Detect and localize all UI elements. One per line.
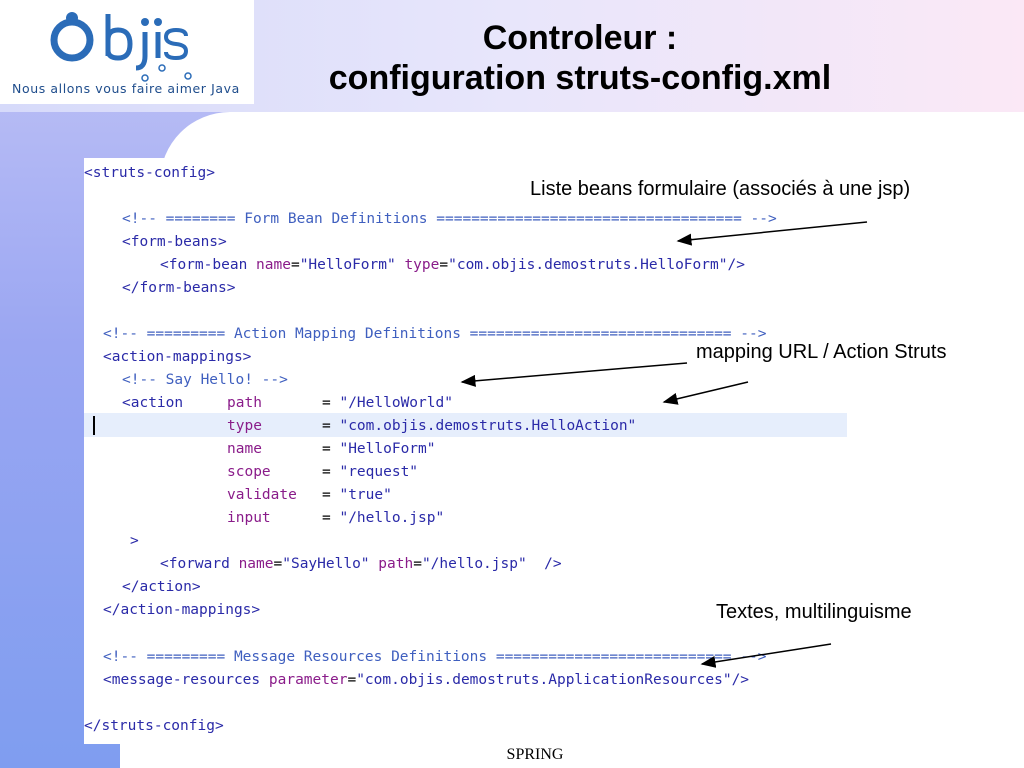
- logo-tagline: Nous allons vous faire aimer Java: [12, 81, 240, 96]
- code-line: </action>: [122, 579, 201, 595]
- code-line: <form-beans>: [122, 234, 227, 250]
- code-line: input: [227, 510, 271, 526]
- logo: Nous allons vous faire aimer Java: [0, 0, 254, 104]
- slide-title: Controleur : configuration struts-config…: [270, 18, 890, 98]
- code-line: <message-resources parameter="com.objis.…: [103, 672, 750, 688]
- code-line: <form-bean name="HelloForm" type="com.ob…: [160, 257, 745, 273]
- arrow-texts: [700, 643, 832, 668]
- code-line: path: [227, 395, 262, 411]
- code-line: <!-- ========= Message Resources Definit…: [103, 649, 767, 665]
- code-line: = "request": [322, 464, 419, 480]
- code-line: <!-- ========= Action Mapping Definition…: [103, 326, 767, 342]
- code-line: </action-mappings>: [103, 602, 261, 618]
- title-line-1: Controleur :: [482, 19, 678, 57]
- annotation-mapping: mapping URL / Action Struts: [696, 341, 947, 363]
- title-line-2: configuration struts-config.xml: [328, 59, 832, 97]
- code-line: = "/hello.jsp": [322, 510, 445, 526]
- objis-logo-icon: [50, 12, 192, 82]
- code-line: <struts-config>: [84, 165, 215, 181]
- code-line: <!-- ======== Form Bean Definitions ====…: [122, 211, 777, 227]
- code-line: scope: [227, 464, 271, 480]
- highlighted-line: [84, 413, 847, 437]
- arrow-mapping-comment: [460, 362, 688, 387]
- annotation-form-beans: Liste beans formulaire (associés à une j…: [530, 178, 911, 200]
- code-line: </form-beans>: [122, 280, 236, 296]
- code-listing: <struts-config> <!-- ======== Form Bean …: [84, 158, 847, 744]
- code-line: </struts-config>: [84, 718, 224, 734]
- annotation-texts: Textes, multilinguisme: [716, 601, 912, 623]
- arrow-mapping-action: [662, 381, 749, 405]
- footer-label: SPRING: [506, 746, 564, 763]
- code-line: name: [227, 441, 262, 457]
- code-line: validate: [227, 487, 297, 503]
- arrow-form-beans: [676, 221, 868, 246]
- code-line: = "true": [322, 487, 392, 503]
- code-line: <!-- Say Hello! -->: [122, 372, 288, 388]
- code-line: = "com.objis.demostruts.HelloAction": [322, 418, 637, 434]
- code-line: >: [130, 533, 139, 549]
- code-line: <forward name="SayHello" path="/hello.js…: [160, 556, 562, 572]
- code-line: = "HelloForm": [322, 441, 436, 457]
- code-line: = "/HelloWorld": [322, 395, 453, 411]
- code-line: <action-mappings>: [103, 349, 252, 365]
- text-cursor: [93, 416, 95, 435]
- code-line: <action: [122, 395, 184, 411]
- code-line: type: [227, 418, 262, 434]
